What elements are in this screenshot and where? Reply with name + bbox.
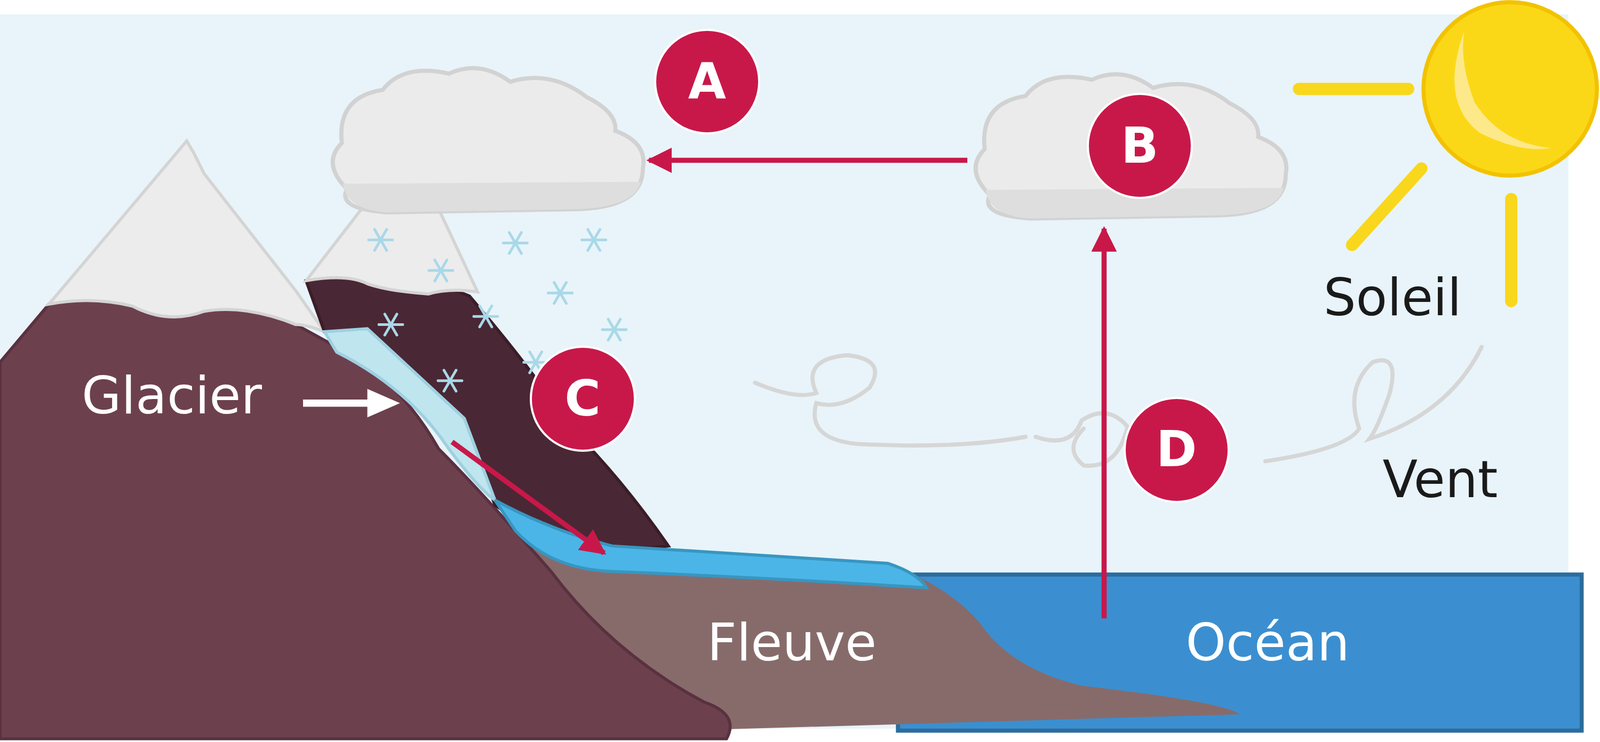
snow-cap: [49, 140, 325, 332]
callout-circle: B: [1086, 92, 1193, 199]
wind-curl: [1265, 347, 1482, 462]
callout-letter: A: [688, 57, 727, 107]
runoff-arrow: [451, 441, 604, 553]
sun-ray: [1299, 82, 1409, 95]
snowflake: [503, 232, 528, 254]
part-label: Vent: [1382, 454, 1499, 506]
part-label: Soleil: [1323, 272, 1462, 324]
snowflake: [428, 259, 453, 281]
transport-arrow: [648, 157, 968, 164]
cloud-shape: [332, 68, 644, 213]
callout-letter: D: [1156, 425, 1197, 475]
callout-letter: C: [564, 374, 601, 424]
cloud: [332, 68, 644, 213]
sun: [1299, 2, 1597, 301]
evaporation-arrow: [1101, 228, 1108, 619]
cloud: [975, 74, 1287, 219]
river: [495, 499, 927, 588]
snowflake: [438, 370, 463, 392]
sun-ray: [1351, 168, 1422, 245]
snowflake: [473, 305, 499, 327]
callout-circle: D: [1123, 396, 1230, 504]
callout-letter: B: [1120, 121, 1159, 171]
pointer-arrow: [303, 388, 401, 418]
pointer-head: [367, 388, 401, 418]
mountain: [306, 277, 669, 552]
wind-curl: [754, 355, 1026, 446]
part-label: Fleuve: [706, 617, 877, 669]
wind-curl: [1035, 412, 1128, 466]
part-label: Océan: [1185, 617, 1350, 669]
part-label: Glacier: [81, 370, 262, 422]
sun-disc: [1423, 2, 1597, 176]
snowflake: [368, 229, 394, 251]
wind: [754, 347, 1482, 467]
pointer-shaft: [303, 399, 376, 407]
snow-cap: [306, 204, 478, 294]
callout-circle: C: [529, 345, 636, 452]
snowflake: [581, 229, 607, 251]
glacier: [324, 328, 495, 500]
callout-circle: A: [654, 28, 761, 135]
cloud-shape: [975, 74, 1287, 219]
snowflake: [602, 319, 627, 340]
sun-ray: [1505, 198, 1518, 301]
snowflake: [547, 282, 573, 304]
sun-highlight: [1454, 30, 1551, 150]
cloud-shade: [343, 181, 641, 213]
snowflake: [378, 314, 404, 336]
